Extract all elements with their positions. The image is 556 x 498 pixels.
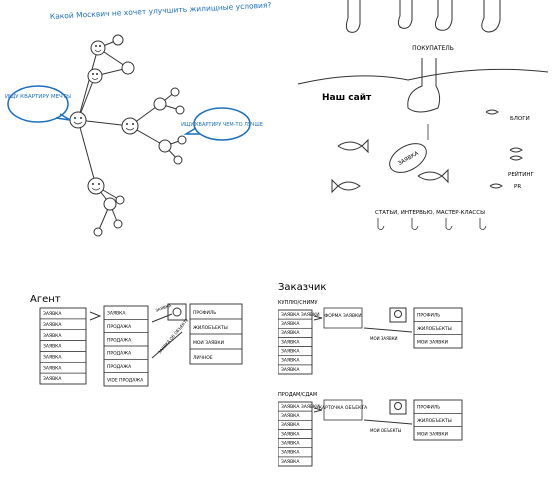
cust-right2-item-row [413,426,463,441]
arrow-top-label: ЗАЯВКА [155,303,172,313]
cust-list2-item-label: ЗАЯВКА [281,431,300,437]
cust-list-item-label: ЗАЯВКА [281,349,300,355]
water-line [297,68,549,85]
right-speech-bubble [193,107,251,141]
agent-middle-item-label: ПРОДАЖА [107,337,132,343]
customer2-avatar-icon [394,402,402,410]
cust-right2-item-label: ЖИЛОБЪЕКТЫ [417,418,452,424]
agent-middle-item-label: VIDE ПРОДАЖА [107,377,144,383]
cust-list-item-label: ЗАЯВКА ЗАЯВКИ [281,312,320,318]
cust-list2-item-label: ЗАЯВКА [281,441,300,447]
hand-icons [345,0,501,33]
our-site-label: Наш сайт [322,93,372,103]
form2-label: КАРТОЧКА ОБЪЕКТА [319,405,368,411]
buyer-label: ПОКУПАТЕЛЬ [412,45,454,52]
agent-list-item-row [39,372,87,385]
customer-subtitle1: КУПЛЮ/СНИМУ [278,300,318,306]
left-bubble-text: ИЩУ КВАРТИРУ МЕЧТЫ [5,94,71,100]
agent-middle-item-label: ЗАЯВКА [107,311,126,317]
agent-list-item-label: ЗАЯВКА [43,376,62,382]
cust-list2-item-row [278,456,313,467]
cust-list2-item-label: ЗАЯВКА [281,450,300,456]
agent-right-item-row [189,348,243,365]
arrow2-label: МОИ ОБЪЕКТЫ [370,428,402,433]
bottom-label: СТАТЬИ, ИНТЕРВЬЮ, МАСТЕР-КЛАССЫ [375,210,485,216]
cust-list2-item-label: ЗАЯВКА [281,413,300,419]
agent-middle-item-label: ПРОДАЖА [107,351,132,357]
agent-right-item-label: МОИ ЗАЯВКИ [193,340,224,346]
question-text: Какой Москвич не хочет улучшить жилищные… [50,0,272,21]
panel-fishing: ПОКУПАТЕЛЬ Наш сайт ЗАЯВКА БЛОГИ РЕЙТИНГ… [297,0,549,230]
agent-list-item-label: ЗАЯВКА [43,354,62,360]
buyer-hand-icon [407,58,441,113]
agent-right-item-label: ЖИЛОБЪЕКТЫ [193,325,228,331]
cust-right2-item-label: ПРОФИЛЬ [417,405,440,411]
agent-list-item-label: ЗАЯВКА [43,322,62,328]
customer-subtitle2: ПРОДАМ/СДАМ [278,392,317,398]
cust-list-item-label: ЗАЯВКА [281,367,300,373]
left-speech-bubble [7,85,69,123]
arrow-bottom-label: ЗАЯВКА ОБ ОБЪЕКТЕ [157,317,190,355]
cust-list-item-row [278,364,313,375]
cust-right-item-label: ЖИЛОБЪЕКТЫ [417,326,452,332]
agent-right-item-label: ПРОФИЛЬ [193,310,216,316]
cust-right-item-label: МОИ ЗАЯВКИ [417,339,448,345]
agent-list-item-label: ЗАЯВКА [43,344,62,350]
cust-list2-item-label: ЗАЯВКА ЗАЯВКИ [281,404,320,410]
cust-list-item-label: ЗАЯВКА [281,339,300,345]
rating-label: РЕЙТИНГ [508,171,535,178]
cust-list2-item-label: ЗАЯВКА [281,459,300,465]
cust-list-item-label: ЗАЯВКА [281,358,300,364]
right-bubble-text: ИЩУ КВАРТИРУ ЧЕМ-ТО ЛУЧШЕ [181,122,263,128]
agent-middle-item-label: ПРОДАЖА [107,324,132,330]
agent-title: Агент [30,294,61,305]
panel-customer: Заказчик КУПЛЮ/СНИМУ ЗАЯВКА ЗАЯВКИ ЗАЯВКА… [278,282,463,467]
agent-avatar-icon [172,307,182,317]
cust-right-item-label: ПРОФИЛЬ [417,313,440,319]
agent-list-item-label: ЗАЯВКА [43,311,62,317]
cust-right-item-row [413,334,463,349]
fish-icons [331,109,523,194]
form1-label: ФОРМА ЗАЯВКИ [324,313,361,319]
agent-right-item-label: ЛИЧНОЕ [193,355,213,361]
panel-agent: Агент ЗАЯВКА ЗАЯВКА ЗАЯВКА ЗАЯВКА ЗАЯВКА ЗАЯВ… [30,294,243,387]
cust-list2-item-label: ЗАЯВКА [281,422,300,428]
arrow1-label: МОИ ЗАЯВКИ [370,336,398,341]
cust-right2-item-label: МОИ ЗАЯВКИ [417,431,448,437]
pr-label: PR [514,184,521,190]
agent-middle-item-label: ПРОДАЖА [107,364,132,370]
agent-middle-item-row [103,372,149,387]
face-icons [69,34,187,237]
bait-lure [389,143,427,173]
customer-avatar-icon [394,310,402,318]
agent-list-item-label: ЗАЯВКА [43,333,62,339]
agent-list-item-label: ЗАЯВКА [43,365,62,371]
blogs-label: БЛОГИ [510,116,530,122]
panel-people-tree: Какой Москвич не хочет улучшить жилищные… [5,0,272,237]
customer-title: Заказчик [278,282,326,293]
cust-list-item-label: ЗАЯВКА [281,321,300,327]
cust-list-item-label: ЗАЯВКА [281,330,300,336]
